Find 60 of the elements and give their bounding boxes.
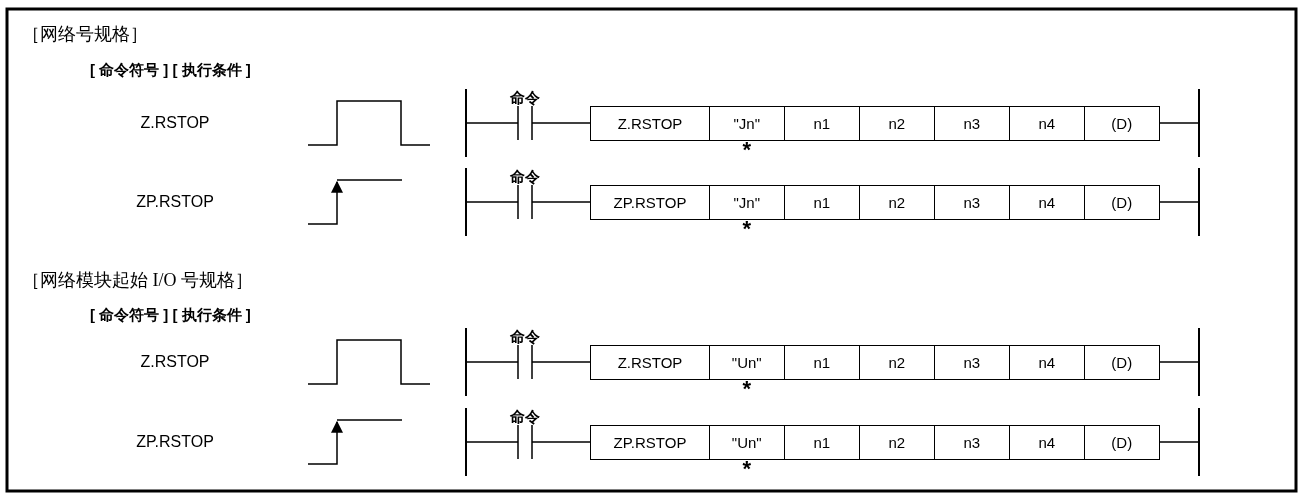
operand-cell: n2	[858, 185, 935, 220]
connector-line	[466, 361, 504, 363]
operand-cell: "Jn"	[708, 106, 785, 141]
operand-cell: (D)	[1083, 185, 1160, 220]
operand-cell: n2	[858, 345, 935, 380]
connector-line	[1159, 361, 1199, 363]
instruction-name: ZP.RSTOP	[135, 192, 215, 212]
operand-cell: n4	[1008, 106, 1085, 141]
connector-line	[546, 361, 591, 363]
operand-cell: n3	[933, 106, 1010, 141]
connector-line	[466, 122, 504, 124]
connector-line	[1159, 122, 1199, 124]
operand-cell: n2	[858, 106, 935, 141]
connector-line	[546, 201, 591, 203]
operand-cell: n1	[783, 185, 860, 220]
instruction-name: ZP.RSTOP	[135, 432, 215, 452]
instruction-cell: ZP.RSTOP	[590, 425, 710, 460]
contact-symbol	[503, 89, 547, 141]
instruction-cell: Z.RSTOP	[590, 106, 710, 141]
operand-cell: "Un"	[708, 345, 785, 380]
instruction-cell: Z.RSTOP	[590, 345, 710, 380]
operand-cell: (D)	[1083, 106, 1160, 141]
connector-line	[1159, 201, 1199, 203]
instruction-cell: ZP.RSTOP	[590, 185, 710, 220]
footnote-mark: *	[741, 381, 753, 397]
contact-label: 命令	[510, 328, 540, 347]
operand-cell: n4	[1008, 185, 1085, 220]
instruction-name: Z.RSTOP	[139, 352, 211, 372]
connector-line	[546, 122, 591, 124]
operand-cell: n4	[1008, 345, 1085, 380]
contact-symbol	[503, 408, 547, 460]
contact-label: 命令	[510, 408, 540, 427]
contact-symbol	[503, 328, 547, 380]
operand-cell: "Jn"	[708, 185, 785, 220]
contact-symbol	[503, 168, 547, 220]
footnote-mark: *	[741, 461, 753, 477]
operand-cell: n1	[783, 345, 860, 380]
operand-cell: "Un"	[708, 425, 785, 460]
connector-line	[466, 201, 504, 203]
contact-label: 命令	[510, 168, 540, 187]
connector-line	[546, 441, 591, 443]
contact-label: 命令	[510, 89, 540, 108]
connector-line	[1159, 441, 1199, 443]
operand-cell: (D)	[1083, 345, 1160, 380]
operand-cell: n4	[1008, 425, 1085, 460]
section-heading: ［网络模块起始 I/O 号规格］	[22, 270, 253, 290]
section-heading: ［网络号规格］	[22, 24, 148, 44]
operand-cell: n3	[933, 425, 1010, 460]
column-heading: [ 命令符号 ] [ 执行条件 ]	[90, 305, 251, 325]
operand-cell: n3	[933, 185, 1010, 220]
operand-cell: n1	[783, 106, 860, 141]
operand-cell: n1	[783, 425, 860, 460]
column-heading: [ 命令符号 ] [ 执行条件 ]	[90, 60, 251, 80]
operand-cell: n3	[933, 345, 1010, 380]
instruction-name: Z.RSTOP	[139, 113, 211, 133]
operand-cell: n2	[858, 425, 935, 460]
operand-cell: (D)	[1083, 425, 1160, 460]
footnote-mark: *	[741, 221, 753, 237]
footnote-mark: *	[741, 142, 753, 158]
connector-line	[466, 441, 504, 443]
